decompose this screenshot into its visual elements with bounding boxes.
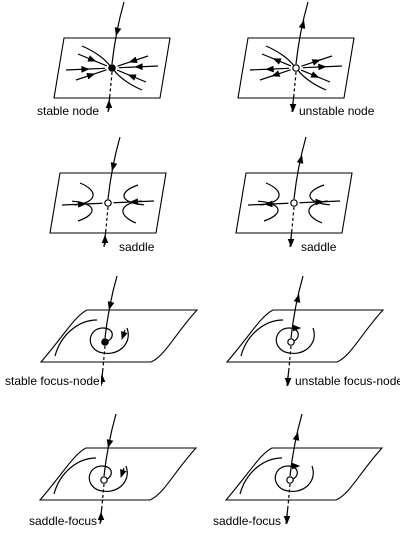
- panel-2-saddle: [49, 136, 167, 248]
- label-stable-focus-node: stable focus-node: [4, 374, 101, 388]
- label-unstable-focus-node: unstable focus-node: [294, 374, 400, 388]
- label-stable-node: stable node: [36, 104, 101, 118]
- label-unstable-node: unstable node: [298, 104, 376, 118]
- panel-4-focus: [39, 275, 199, 387]
- label-saddle-focus-right: saddle-focus: [212, 514, 283, 528]
- panel-3-saddle: [235, 136, 353, 248]
- panel-7-focus: [224, 413, 384, 525]
- panel-1-node: [237, 1, 355, 113]
- panel-5-focus: [225, 275, 385, 387]
- label-saddle-focus-left: saddle-focus: [28, 514, 99, 528]
- label-saddle-right: saddle: [300, 240, 338, 254]
- panel-6-focus: [38, 413, 198, 525]
- panel-0-node: [53, 1, 171, 113]
- label-saddle-left: saddle: [118, 240, 156, 254]
